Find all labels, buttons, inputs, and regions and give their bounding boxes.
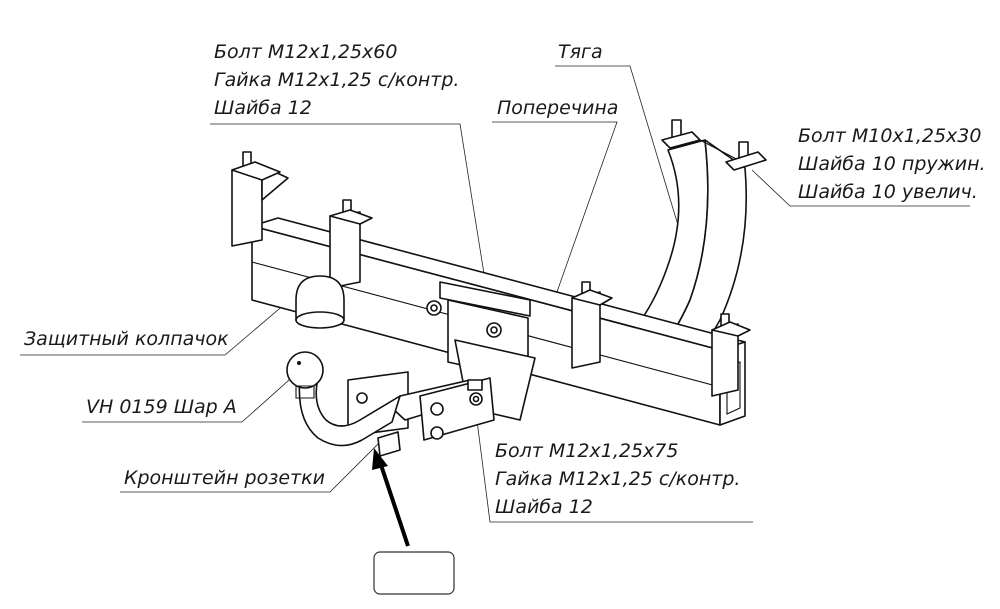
leader-rod bbox=[555, 65, 691, 266]
leader-bolt-right bbox=[751, 169, 970, 207]
svg-text:Болт М12х1,25х75: Болт М12х1,25х75 bbox=[495, 440, 678, 462]
svg-text:Гайка М12х1,25 с/контр.: Гайка М12х1,25 с/контр. bbox=[214, 69, 459, 91]
svg-text:Шайба 10 пружин.: Шайба 10 пружин. bbox=[798, 153, 986, 175]
svg-text:Болт М10х1,25х30: Болт М10х1,25х30 bbox=[798, 125, 981, 147]
label-cap: Защитный колпачок bbox=[24, 328, 229, 350]
label-rod: Тяга bbox=[558, 41, 603, 63]
leader-crossbar bbox=[492, 121, 618, 341]
label-bolt-top: Болт М12х1,25х60 Гайка М12х1,25 с/контр.… bbox=[214, 41, 459, 119]
svg-text:Болт М12х1,25х60: Болт М12х1,25х60 bbox=[214, 41, 397, 63]
leader-socket-bracket bbox=[120, 439, 383, 493]
empty-socket-box bbox=[373, 551, 455, 595]
label-ball: VH 0159 Шар А bbox=[86, 396, 237, 418]
leader-bolt-top bbox=[210, 123, 494, 331]
leader-cap bbox=[20, 297, 293, 356]
socket-bracket bbox=[377, 431, 401, 457]
svg-text:Шайба 12: Шайба 12 bbox=[495, 496, 593, 518]
protective-cap bbox=[295, 275, 345, 329]
tow-ball bbox=[286, 351, 324, 399]
svg-text:Гайка М12х1,25 с/контр.: Гайка М12х1,25 с/контр. bbox=[495, 468, 740, 490]
label-crossbar: Поперечина bbox=[497, 97, 618, 119]
label-socket-bracket: Кронштейн розетки bbox=[124, 467, 325, 489]
arrow-to-socket bbox=[372, 448, 410, 547]
right-brackets bbox=[571, 281, 751, 397]
svg-text:Шайба 12: Шайба 12 bbox=[214, 97, 312, 119]
left-brackets bbox=[231, 151, 373, 289]
label-bolt-right: Болт М10х1,25х30 Шайба 10 пружин. Шайба … bbox=[798, 125, 986, 203]
center-mount bbox=[426, 281, 536, 421]
coupling-plate bbox=[419, 377, 495, 441]
leader-bolt-bottom bbox=[474, 404, 753, 523]
label-bolt-bottom: Болт М12х1,25х75 Гайка М12х1,25 с/контр.… bbox=[495, 440, 740, 518]
svg-text:Шайба 10 увелич.: Шайба 10 увелич. bbox=[798, 181, 978, 203]
leader-ball bbox=[82, 371, 299, 423]
